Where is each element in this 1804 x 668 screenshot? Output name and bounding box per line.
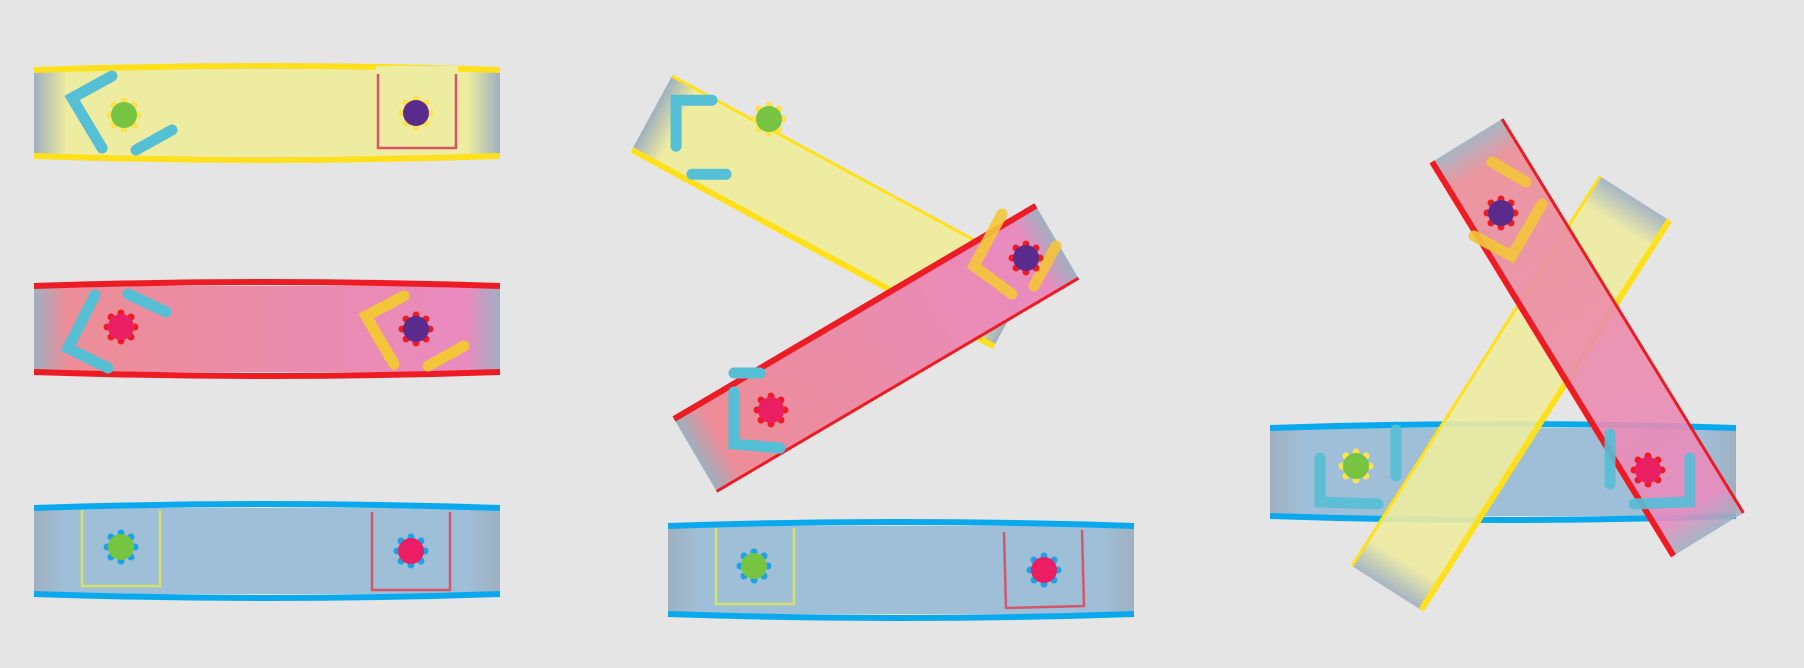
gear-dot-icon bbox=[393, 533, 429, 569]
gear-dot-icon bbox=[751, 101, 787, 137]
red-strip bbox=[1429, 118, 1745, 558]
chevron-bracket-icon bbox=[358, 290, 470, 372]
gear-dot-icon bbox=[398, 311, 434, 347]
panel-separate-strips bbox=[33, 63, 501, 601]
square-bracket-icon bbox=[714, 528, 796, 606]
corner-bracket-icon bbox=[728, 367, 786, 454]
gear-dot-icon bbox=[1630, 452, 1666, 488]
red-strip bbox=[33, 279, 501, 379]
gear-dot-icon bbox=[1483, 195, 1519, 231]
panel-angle-assembly bbox=[630, 74, 1135, 621]
gear-dot-icon bbox=[1026, 552, 1062, 588]
corner-bracket-icon bbox=[1314, 424, 1402, 510]
chevron-bracket-icon bbox=[64, 70, 178, 156]
chevron-bracket-icon bbox=[60, 288, 172, 374]
chevron-bracket-icon bbox=[1468, 156, 1548, 264]
square-bracket-icon bbox=[1002, 529, 1086, 610]
gear-dot-icon bbox=[103, 309, 139, 345]
square-bracket-icon bbox=[80, 510, 162, 588]
corner-bracket-icon bbox=[670, 94, 732, 180]
gear-dot-icon bbox=[753, 392, 789, 428]
gear-dot-icon bbox=[103, 529, 139, 565]
panel-triangle-assembly bbox=[1269, 118, 1745, 612]
gear-dot-icon bbox=[736, 548, 772, 584]
gear-dot-icon bbox=[1338, 448, 1374, 484]
blue-strip bbox=[33, 501, 501, 601]
square-bracket-icon bbox=[370, 512, 452, 592]
gear-dot-icon bbox=[106, 97, 142, 133]
blue-strip bbox=[667, 519, 1135, 621]
corner-bracket-icon bbox=[1604, 428, 1696, 510]
yellow-strip bbox=[33, 63, 501, 163]
gear-dot-icon bbox=[398, 95, 434, 131]
chevron-bracket-icon bbox=[966, 208, 1062, 300]
gear-dot-icon bbox=[1008, 240, 1044, 276]
